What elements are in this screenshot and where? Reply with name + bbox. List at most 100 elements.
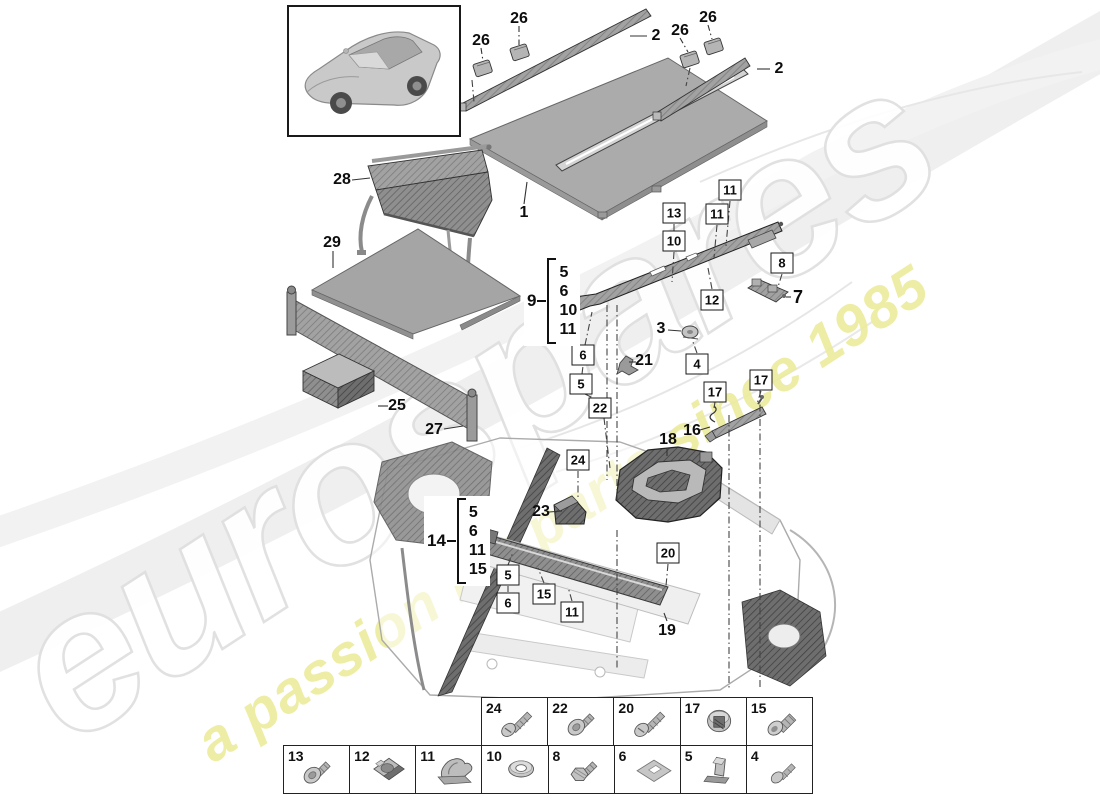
legend-part-number: 5 (684, 748, 693, 764)
part-box-25 (301, 353, 376, 409)
group-item: 5 (559, 264, 569, 281)
part-partition-28 (357, 144, 493, 305)
callout-box[interactable]: 20 (656, 542, 680, 564)
legend-cell[interactable]: 5 (679, 746, 746, 793)
screw-short-icon (768, 763, 796, 786)
clip-upright-icon (703, 757, 730, 784)
callout-group-9[interactable]: 9 5 6 10 11 (524, 256, 581, 346)
callout-box[interactable]: 22 (588, 397, 612, 419)
callout-box[interactable]: 17 (749, 369, 773, 391)
callout-box[interactable]: 4 (685, 353, 709, 375)
legend-part-number: 6 (618, 748, 627, 764)
callout-label[interactable]: 21 (635, 352, 653, 369)
callout-label[interactable]: 3 (656, 320, 666, 337)
legend-cell[interactable]: 12 (349, 746, 415, 793)
callout-label[interactable]: 16 (683, 422, 701, 439)
callout-box[interactable]: 15 (532, 583, 556, 605)
group-item: 10 (559, 302, 578, 319)
group-item: 15 (468, 561, 487, 578)
callout-box[interactable]: 17 (703, 381, 727, 403)
callout-label[interactable]: 2 (774, 60, 784, 77)
legend-cell[interactable]: 20 (613, 698, 679, 746)
part-strap-27 (286, 285, 478, 442)
part-wedge-23 (553, 495, 587, 525)
part-grommet-3 (681, 325, 699, 340)
group-item: 6 (468, 523, 478, 540)
legend-cell[interactable]: 22 (547, 698, 613, 746)
callout-box[interactable]: 11 (705, 203, 729, 225)
leader-lines (332, 24, 791, 688)
legend-cell[interactable]: 4 (745, 746, 812, 793)
callout-box[interactable]: 24 (566, 449, 590, 471)
callout-group-14[interactable]: 14 5 6 11 15 (424, 496, 490, 586)
legend-cell[interactable]: 15 (745, 698, 812, 746)
callout-label[interactable]: 28 (333, 171, 351, 188)
bracket (547, 258, 557, 344)
part-rail-2a (457, 8, 652, 112)
legend-part-number: 20 (618, 700, 634, 716)
screw-washer-icon (300, 761, 331, 787)
screw-washer-icon (564, 713, 595, 739)
callout-label[interactable]: 29 (323, 234, 341, 251)
callout-box[interactable]: 5 (496, 564, 520, 586)
group-items: 5 6 11 15 (466, 503, 487, 579)
callout-box[interactable]: 11 (560, 601, 584, 623)
clamp-bracket-icon (437, 758, 473, 785)
part-crossmember-9 (567, 221, 784, 311)
callout-box[interactable]: 11 (718, 179, 742, 201)
callout-label[interactable]: 23 (532, 503, 550, 520)
callout-box[interactable]: 12 (700, 289, 724, 311)
callout-box[interactable]: 13 (662, 202, 686, 224)
vehicle-icon (304, 31, 441, 114)
legend-cell[interactable]: 13 (284, 746, 349, 793)
group-item: 5 (468, 504, 478, 521)
callout-box[interactable]: 6 (571, 344, 595, 366)
callout-label[interactable]: 1 (519, 204, 529, 221)
legend-part-number: 10 (486, 748, 502, 764)
part-clip-21 (616, 355, 639, 376)
group-item: 11 (559, 321, 577, 338)
group-item: 6 (559, 283, 569, 300)
callout-label[interactable]: 26 (472, 32, 490, 49)
legend-cell[interactable]: 17 (679, 698, 746, 746)
part-rail-2b (652, 57, 751, 122)
callout-label[interactable]: 26 (671, 22, 689, 39)
callout-box[interactable]: 8 (770, 252, 794, 274)
legend-part-number: 24 (486, 700, 502, 716)
legend-row-bottom: 13 12 11 10 8 6 5 4 (283, 745, 813, 794)
callout-box[interactable]: 5 (569, 373, 593, 395)
part-tray-18 (615, 446, 723, 523)
legend-part-number: 13 (288, 748, 304, 764)
part-clips-26 (472, 37, 724, 78)
square-plate-icon (636, 759, 672, 782)
leader-dash (537, 300, 547, 302)
legend-cell[interactable]: 8 (547, 746, 614, 793)
legend-part-number: 15 (750, 700, 767, 716)
legend-cell[interactable]: 24 (482, 698, 547, 746)
callout-label[interactable]: 26 (510, 10, 528, 27)
legend-cell[interactable]: 6 (613, 746, 680, 793)
bolt-short-icon (764, 713, 797, 739)
screw-long-icon (631, 711, 665, 740)
legend-part-number: 4 (750, 748, 759, 764)
callout-label[interactable]: 7 (792, 287, 804, 307)
callout-label[interactable]: 27 (425, 421, 443, 438)
bracket (456, 498, 466, 584)
callout-box[interactable]: 6 (496, 592, 520, 614)
legend-part-number: 12 (354, 748, 370, 764)
callout-label[interactable]: 19 (658, 622, 676, 639)
part-mat-29 (310, 228, 522, 340)
vehicle-inset (287, 5, 461, 137)
callout-label[interactable]: 2 (651, 27, 661, 44)
callout-label[interactable]: 26 (699, 9, 717, 26)
grommet-nut-icon (706, 709, 731, 733)
legend-cell[interactable]: 10 (481, 746, 547, 793)
part-rail-16 (704, 395, 767, 443)
callout-label[interactable]: 18 (659, 431, 677, 448)
legend-cell[interactable]: 11 (415, 746, 481, 793)
group-item: 11 (468, 542, 486, 559)
callout-label[interactable]: 25 (388, 397, 406, 414)
legend-part-number: 11 (420, 748, 436, 764)
callout-box[interactable]: 10 (662, 230, 686, 252)
